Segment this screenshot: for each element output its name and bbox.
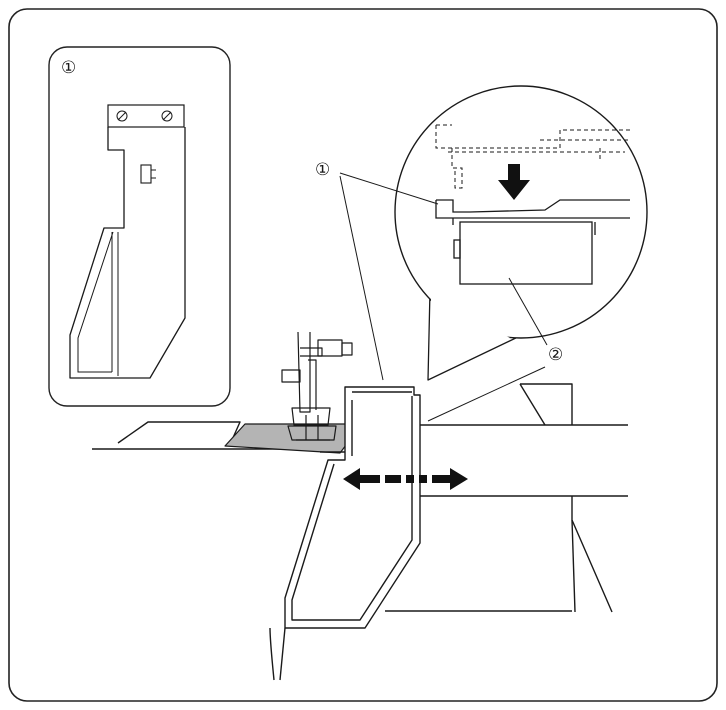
main-callout-2: ② <box>548 345 563 365</box>
main-callout-1: ① <box>315 160 330 180</box>
down-arrow-icon <box>498 164 530 200</box>
magnified-view <box>394 85 648 381</box>
leader-line-2 <box>508 277 548 346</box>
inset-frame <box>48 46 231 407</box>
screw-icon <box>116 110 128 122</box>
machine-front <box>269 627 275 681</box>
screw-icon <box>161 110 173 122</box>
needle-plate <box>117 421 241 444</box>
front-guide <box>284 386 421 629</box>
guide-knob <box>140 164 152 184</box>
guide-inner-edge <box>77 231 114 373</box>
guide-attached <box>435 199 630 285</box>
inset-callout-1: ① <box>61 58 76 78</box>
outer-frame <box>8 8 718 702</box>
presser-foot <box>281 331 353 441</box>
screw-plate <box>107 104 185 128</box>
leader-line-1b <box>339 175 384 381</box>
inset-guide-piece: ① <box>48 46 231 407</box>
magnify-circle <box>394 85 648 339</box>
leader-line-1a <box>339 172 439 205</box>
dashed-guide-position <box>435 124 630 189</box>
main-illustration <box>92 331 628 681</box>
leader-line-2b <box>427 366 546 422</box>
guide-body-outline <box>69 127 186 379</box>
slide-direction-arrow <box>343 468 468 490</box>
